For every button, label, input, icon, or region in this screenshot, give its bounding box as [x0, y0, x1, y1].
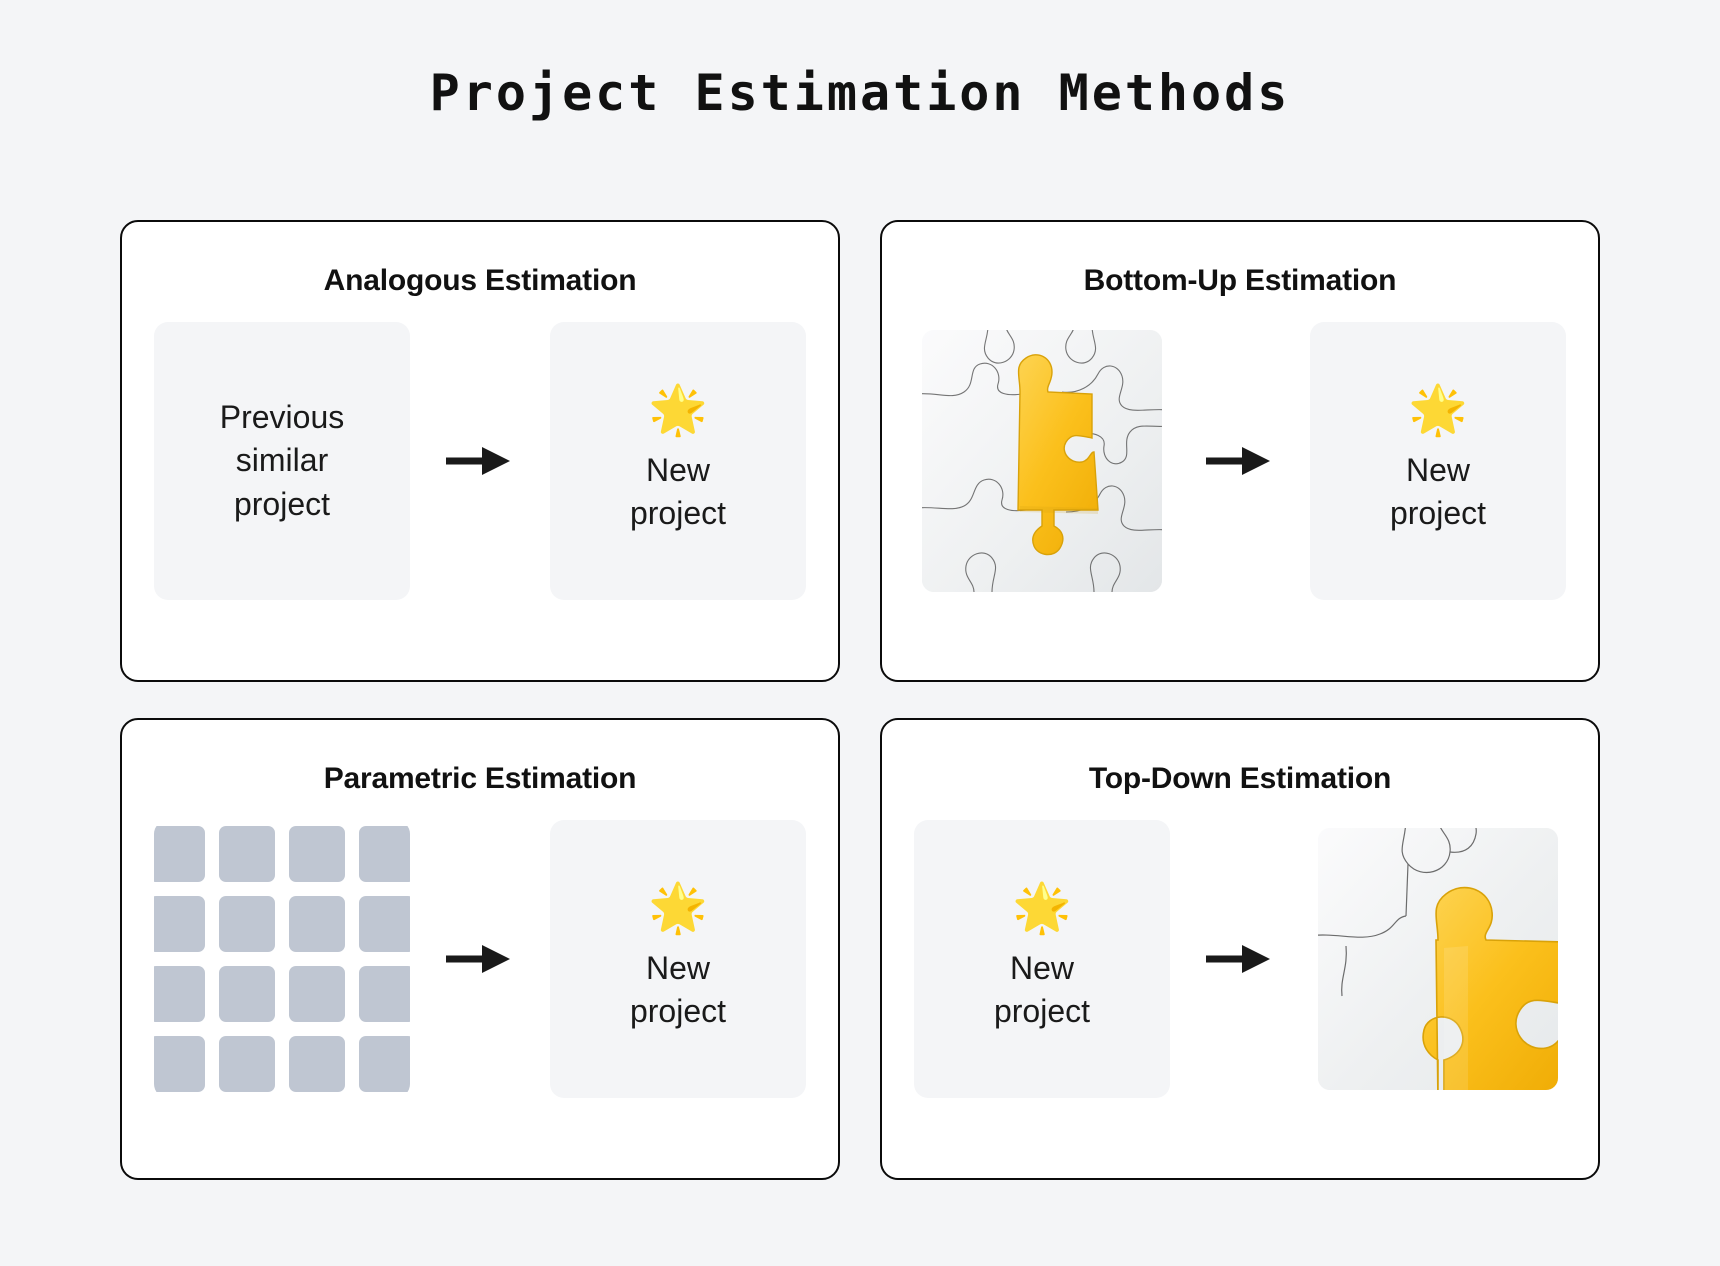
grid-cell [359, 896, 410, 952]
glowing-star-icon: 🌟 [648, 881, 708, 935]
card-analogous-estimation: Analogous Estimation Previous similar pr… [120, 220, 840, 682]
grid-cell [154, 896, 205, 952]
glowing-star-icon: 🌟 [648, 383, 708, 437]
tile-label: Previous similar project [219, 399, 345, 522]
grid-cell [154, 826, 205, 882]
glowing-star-icon: 🌟 [1408, 383, 1468, 437]
card-title: Top-Down Estimation [1088, 762, 1392, 795]
card-body: 🌟 New project [914, 820, 1566, 1098]
card-title: Parametric Estimation [323, 762, 637, 795]
grid-cell [289, 896, 345, 952]
puzzle-image-tile [1310, 820, 1566, 1098]
page-title: Project Estimation Methods [429, 64, 1291, 122]
card-top-down-estimation: Top-Down Estimation 🌟 New project [880, 718, 1600, 1180]
grid-cell [219, 896, 275, 952]
glowing-star-icon: 🌟 [1012, 881, 1072, 935]
grid-cell [359, 826, 410, 882]
tile-label: New project [993, 949, 1091, 1029]
new-project-tile: 🌟 New project [914, 820, 1170, 1098]
grid-cell [154, 966, 205, 1022]
previous-project-tile: Previous similar project [154, 322, 410, 600]
grid-cell [359, 1036, 410, 1092]
card-title: Bottom-Up Estimation [1083, 264, 1397, 297]
methods-grid: Analogous Estimation Previous similar pr… [120, 220, 1600, 1180]
grid-cell [219, 826, 275, 882]
card-parametric-estimation: Parametric Estimation [120, 718, 840, 1180]
right-arrow-icon [1204, 939, 1276, 979]
grid-cell [219, 1036, 275, 1092]
grid-cell [289, 966, 345, 1022]
tile-label: New project [1389, 451, 1487, 531]
new-project-tile: 🌟 New project [550, 322, 806, 600]
card-title: Analogous Estimation [323, 264, 637, 297]
grid-cell [219, 966, 275, 1022]
square-grid [154, 826, 410, 1092]
right-arrow-icon [1204, 441, 1276, 481]
right-arrow-icon [444, 441, 516, 481]
grid-cell [289, 826, 345, 882]
puzzle-image-tile [914, 322, 1170, 600]
card-body: Previous similar project 🌟 New project [154, 322, 806, 600]
card-body: 🌟 New project [914, 322, 1566, 600]
tile-label: New project [629, 451, 727, 531]
card-body: 🌟 New project [154, 820, 806, 1098]
card-bottom-up-estimation: Bottom-Up Estimation [880, 220, 1600, 682]
new-project-tile: 🌟 New project [550, 820, 806, 1098]
puzzle-piece-image [922, 330, 1162, 592]
grid-cell [154, 1036, 205, 1092]
right-arrow-icon [444, 939, 516, 979]
grid-cell [359, 966, 410, 1022]
parameter-grid-tile [154, 820, 410, 1098]
new-project-tile: 🌟 New project [1310, 322, 1566, 600]
tile-label: New project [629, 949, 727, 1029]
puzzle-piece-image-zoomed [1318, 828, 1558, 1090]
grid-cell [289, 1036, 345, 1092]
